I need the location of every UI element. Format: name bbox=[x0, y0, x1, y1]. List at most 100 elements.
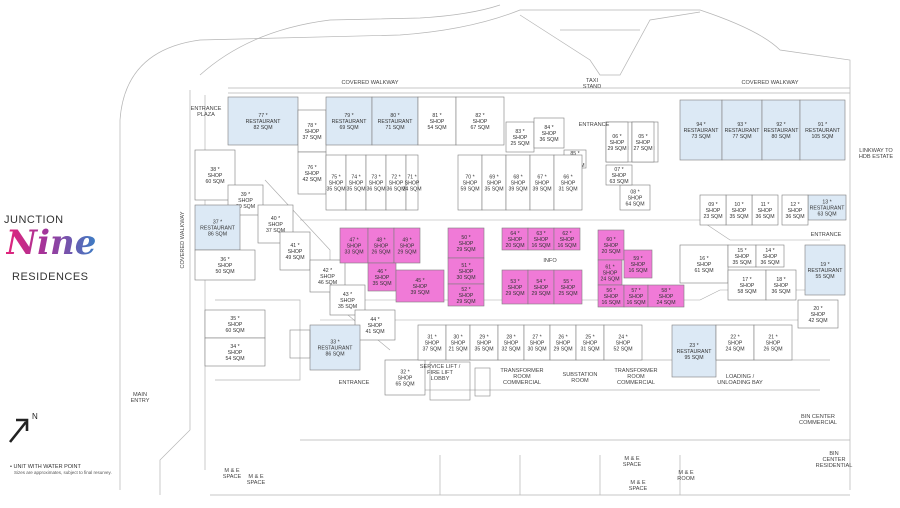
label-loading: LOADING /UNLOADING BAY bbox=[717, 374, 763, 386]
unit-shape bbox=[194, 204, 241, 251]
unit-size: 30 SQM bbox=[527, 347, 546, 353]
unit-shape bbox=[339, 227, 369, 264]
unit-type: SHOP bbox=[463, 181, 478, 187]
water-point-marker: • bbox=[10, 464, 14, 470]
unit-number: 53 * bbox=[510, 279, 519, 285]
unit-number: 63 * bbox=[536, 231, 545, 237]
unit-number: 58 * bbox=[661, 288, 670, 294]
unit-number: 18 * bbox=[776, 277, 785, 283]
unit-type: SHOP bbox=[758, 208, 773, 214]
svg-text:N: N bbox=[32, 412, 38, 421]
unit-shape bbox=[553, 154, 583, 211]
unit-type: RESTAURANT bbox=[764, 128, 800, 134]
unit-number: 38 * bbox=[210, 167, 219, 173]
unit-shape bbox=[501, 269, 529, 305]
unit-shape bbox=[445, 324, 471, 361]
unit-shape bbox=[549, 324, 577, 361]
unit-size: 105 SQM bbox=[812, 134, 834, 140]
unit-shape bbox=[699, 194, 727, 226]
unit-type: SHOP bbox=[583, 341, 598, 347]
unit-type: SHOP bbox=[375, 275, 390, 281]
unit-number: 69 * bbox=[489, 175, 498, 181]
unit-number: 21 * bbox=[768, 335, 777, 341]
unit-shape bbox=[447, 227, 485, 259]
unit-size: 29 SQM bbox=[397, 250, 416, 256]
unit-shape bbox=[575, 324, 605, 361]
unit-size: 24 SQM bbox=[600, 277, 619, 283]
unit-type: RESTAURANT bbox=[318, 346, 354, 352]
unit-type: SHOP bbox=[459, 293, 474, 299]
unit-size: 16 SQM bbox=[557, 243, 576, 249]
unit-size: 36 SQM bbox=[755, 214, 774, 220]
unit-type: RESTAURANT bbox=[808, 268, 844, 274]
unit-shape bbox=[297, 109, 327, 153]
unit-shape bbox=[297, 151, 327, 195]
unit-size: 36 SQM bbox=[760, 260, 779, 266]
unit-type: SHOP bbox=[604, 294, 619, 300]
unit-size: 86 SQM bbox=[208, 232, 227, 238]
unit-shape bbox=[325, 96, 373, 146]
unit-number: 11 * bbox=[761, 202, 770, 208]
unit-size: 54 SQM bbox=[427, 125, 446, 131]
unit-size: 46 SQM bbox=[318, 280, 337, 286]
unit-number: 50 * bbox=[461, 235, 470, 241]
unit-type: SHOP bbox=[763, 254, 778, 260]
unit-shape bbox=[605, 121, 629, 163]
unit-shape bbox=[597, 229, 625, 261]
unit-type: SHOP bbox=[603, 271, 618, 277]
unit-size: 37 SQM bbox=[302, 135, 321, 141]
unit-size: 80 SQM bbox=[771, 134, 790, 140]
unit-size: 67 SQM bbox=[470, 125, 489, 131]
unit-type: SHOP bbox=[430, 119, 445, 125]
unit-type: SHOP bbox=[560, 237, 575, 243]
unit-type: SHOP bbox=[811, 312, 826, 318]
unit-type: SHOP bbox=[735, 254, 750, 260]
unit-type: SHOP bbox=[561, 285, 576, 291]
unit-shape bbox=[753, 324, 793, 361]
unit-size: 16 SQM bbox=[626, 300, 645, 306]
unit-type: SHOP bbox=[534, 285, 549, 291]
unit-shape bbox=[505, 154, 531, 211]
unit-number: 42 * bbox=[323, 268, 332, 274]
unit-size: 30 SQM bbox=[456, 275, 475, 281]
unit-type: SHOP bbox=[530, 341, 545, 347]
unit-type: SHOP bbox=[305, 129, 320, 135]
unit-shape bbox=[807, 194, 847, 221]
unit-size: 24 SQM bbox=[656, 300, 675, 306]
unit-shape bbox=[765, 269, 797, 301]
unit-number: 29 * bbox=[479, 335, 488, 341]
unit-size: 21 SQM bbox=[448, 347, 467, 353]
unit-number: 09 * bbox=[708, 202, 717, 208]
unit-number: 17 * bbox=[742, 277, 751, 283]
